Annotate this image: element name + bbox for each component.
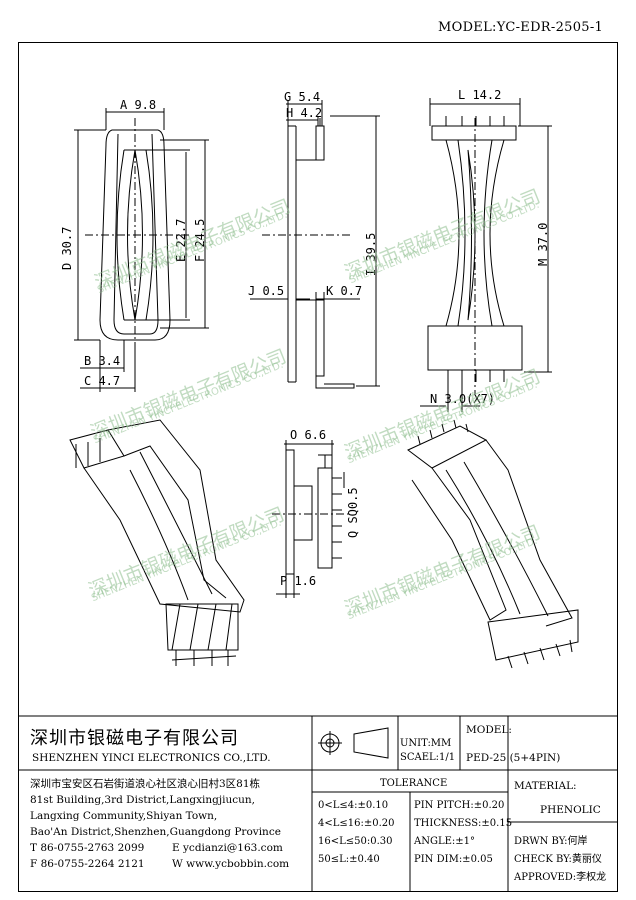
address-en-line2: Langxing Community,Shiyan Town, bbox=[30, 810, 218, 822]
drawing-frame bbox=[18, 42, 618, 892]
address-en-line1: 81st Building,3rd District,Langxingjiucu… bbox=[30, 794, 255, 806]
unit-label: UNIT:MM bbox=[400, 738, 452, 749]
dim-h-label: H 4.2 bbox=[286, 106, 323, 120]
material-value: PHENOLIC bbox=[540, 804, 601, 816]
company-name-cn: 深圳市银磁电子有限公司 bbox=[30, 728, 239, 749]
company-name-en: SHENZHEN YINCI ELECTRONICS CO.,LTD. bbox=[32, 752, 271, 764]
address-en-line3: Bao'An District,Shenzhen,Guangdong Provi… bbox=[30, 826, 281, 838]
scale-label: SCAEL:1/1 bbox=[400, 752, 456, 763]
tolerance-title: TOLERANCE bbox=[380, 778, 448, 789]
dim-j-label: J 0.5 bbox=[248, 284, 285, 298]
dim-b-label: B 3.4 bbox=[84, 354, 121, 368]
dim-c-label: C 4.7 bbox=[84, 374, 121, 388]
model-label: MODEL: bbox=[466, 724, 512, 736]
title-block-lines bbox=[18, 715, 618, 892]
front-view bbox=[74, 108, 209, 392]
phone: T 86-0755-2763 2099 bbox=[30, 842, 145, 854]
thickness-tolerance: THICKNESS:±0.15 bbox=[414, 818, 513, 829]
dim-m-label: M 37.0 bbox=[536, 222, 550, 266]
dim-n-label: N 3.0(X7) bbox=[430, 392, 496, 406]
pin-pitch-tolerance: PIN PITCH:±0.20 bbox=[414, 800, 505, 811]
dim-o-label: O 6.6 bbox=[290, 428, 327, 442]
dim-a-label: A 9.8 bbox=[120, 98, 157, 112]
front-pins-view bbox=[420, 98, 552, 412]
dim-q-label: Q SQ0.5 bbox=[346, 487, 360, 538]
dim-d-label: D 30.7 bbox=[60, 226, 74, 270]
checked-by: CHECK BY:黄丽仪 bbox=[514, 854, 602, 865]
tolerance-row-3: 16<L≤50:0.30 bbox=[318, 836, 393, 847]
address-cn: 深圳市宝安区石岩街道浪心社区浪心旧村3区81栋 bbox=[30, 778, 261, 790]
side-detail-view bbox=[272, 440, 350, 598]
website: W www.ycbobbin.com bbox=[172, 858, 290, 870]
tolerance-row-1: 0<L≤4:±0.10 bbox=[318, 800, 389, 811]
dim-p-label: P 1.6 bbox=[280, 574, 317, 588]
tolerance-row-2: 4<L≤16:±0.20 bbox=[318, 818, 395, 829]
approved-by: APPROVED:李权龙 bbox=[514, 872, 607, 883]
dim-l-label: L 14.2 bbox=[458, 88, 502, 102]
model-value: PED-25 (5+4PIN) bbox=[466, 752, 561, 764]
pin-dim-tolerance: PIN DIM:±0.05 bbox=[414, 854, 493, 865]
tolerance-row-4: 50≤L:±0.40 bbox=[318, 854, 380, 865]
isometric-right-view bbox=[407, 419, 579, 669]
material-label: MATERIAL: bbox=[514, 780, 577, 792]
email: E ycdianzi@163.com bbox=[172, 842, 283, 854]
model-number-header: MODEL:YC-EDR-2505-1 bbox=[438, 20, 604, 35]
side-view bbox=[250, 100, 380, 389]
dim-k-label: K 0.7 bbox=[326, 284, 363, 298]
fax: F 86-0755-2264 2121 bbox=[30, 858, 145, 870]
drawn-by: DRWN BY:何岸 bbox=[514, 836, 588, 847]
dim-g-label: G 5.4 bbox=[284, 90, 321, 104]
isometric-left-view bbox=[69, 419, 245, 666]
angle-tolerance: ANGLE:±1° bbox=[414, 836, 476, 847]
